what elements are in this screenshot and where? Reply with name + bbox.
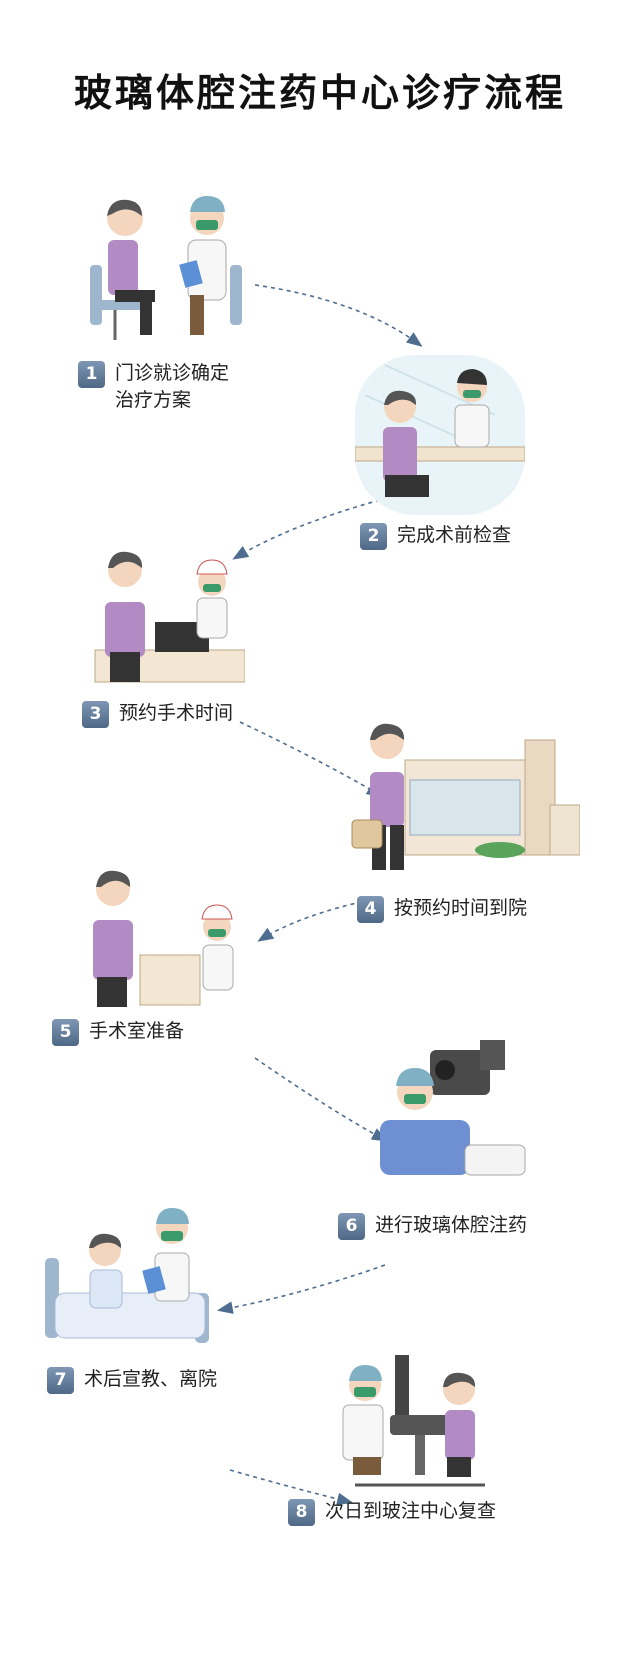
injection-illustration bbox=[380, 1040, 526, 1176]
or-preparation-illustration bbox=[93, 870, 234, 1007]
arrow-1-2 bbox=[254, 284, 423, 347]
step-3-label: 预约手术时间 bbox=[119, 702, 234, 724]
step-1-badge: 1 bbox=[78, 361, 105, 388]
page-title: 玻璃体腔注药中心诊疗流程 bbox=[73, 71, 566, 115]
arrow-6-7 bbox=[216, 1264, 386, 1314]
follow-up-illustration bbox=[342, 1355, 485, 1487]
step-7-badge: 7 bbox=[47, 1367, 74, 1394]
step-1-label: 门诊就诊确定 治疗方案 bbox=[115, 362, 230, 411]
step-5-badge: 5 bbox=[52, 1019, 79, 1046]
step-4: 4 按预约时间到院 bbox=[357, 895, 527, 923]
arrow-5-6 bbox=[254, 1057, 388, 1142]
step-8-badge: 8 bbox=[288, 1499, 315, 1526]
arrow-3-4 bbox=[239, 721, 383, 797]
step-6: 6 进行玻璃体腔注药 bbox=[338, 1212, 527, 1240]
step-4-label: 按预约时间到院 bbox=[394, 897, 528, 919]
arrow-4-5 bbox=[257, 899, 371, 942]
step-3: 3 预约手术时间 bbox=[82, 700, 233, 728]
step-2-label: 完成术前检查 bbox=[397, 524, 512, 546]
step-2-badge: 2 bbox=[360, 523, 387, 550]
step-6-badge: 6 bbox=[338, 1213, 365, 1240]
post-op-education-illustration bbox=[45, 1208, 209, 1343]
arrow-7-8 bbox=[229, 1469, 354, 1506]
step-5: 5 手术室准备 bbox=[52, 1018, 184, 1046]
step-7: 7 术后宣教、离院 bbox=[47, 1366, 217, 1394]
step-8-label: 次日到玻注中心复查 bbox=[325, 1500, 497, 1522]
appointment-illustration bbox=[94, 551, 245, 683]
step-8: 8 次日到玻注中心复查 bbox=[288, 1498, 496, 1526]
preop-exam-illustration bbox=[355, 355, 525, 515]
step-4-badge: 4 bbox=[357, 896, 384, 923]
step-7-label: 术后宣教、离院 bbox=[84, 1368, 218, 1390]
arrive-hospital-illustration bbox=[351, 723, 580, 870]
step-2: 2 完成术前检查 bbox=[360, 522, 511, 550]
step-3-badge: 3 bbox=[82, 701, 109, 728]
step-5-label: 手术室准备 bbox=[89, 1020, 185, 1042]
step-1: 1 门诊就诊确定 治疗方案 bbox=[78, 360, 229, 414]
step-6-label: 进行玻璃体腔注药 bbox=[375, 1214, 528, 1236]
consultation-illustration bbox=[90, 196, 242, 340]
